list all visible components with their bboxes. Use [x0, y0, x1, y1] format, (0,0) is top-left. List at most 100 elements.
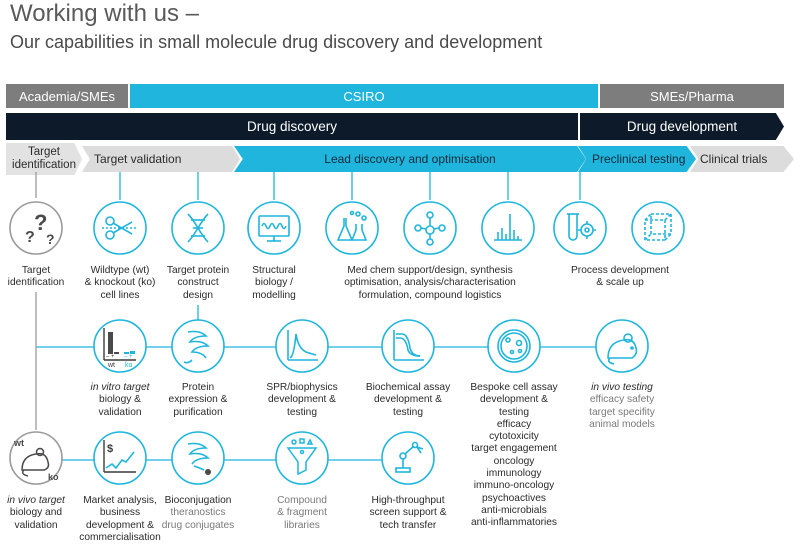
stage-preclinical: Preclinical testing: [578, 146, 696, 172]
band-academia: Academia/SMEs: [6, 84, 128, 108]
label-structural-line-3: modelling: [252, 289, 296, 301]
label-invivo-bio-line-2: biology and: [9, 507, 63, 519]
label-biochem-line-3: testing: [392, 406, 423, 418]
label-invivo-testing-title: in vivo testing: [591, 382, 653, 393]
label-process-development: Process development & scale up: [571, 265, 669, 290]
band-csiro: CSIRO: [130, 84, 598, 108]
label-biochem-line-2: development &: [374, 394, 442, 406]
label-bespoke-line-5: cytotoxicity: [489, 431, 539, 443]
label-bespoke-cell-assay: Bespoke cell assay development & testing…: [470, 382, 557, 530]
stage-target-line-1: Target: [28, 146, 60, 158]
label-bioconj-title: Bioconjugation: [164, 495, 232, 506]
icon-text-wt: wt: [107, 362, 115, 369]
label-medchem-line-3: formulation, compound logistics: [358, 289, 502, 301]
label-bespoke-line-9: immuno-oncology: [473, 480, 555, 492]
petri-dish-icon: [486, 318, 542, 374]
stage-target-identification: Target identification: [6, 143, 82, 175]
label-market-line-1: Market analysis,: [83, 495, 157, 506]
label-bespoke-line-3: testing: [498, 406, 529, 418]
svg-text:?: ?: [34, 210, 47, 235]
label-compound-libraries: Compound & fragment libraries: [277, 495, 327, 532]
stage-target-validation: Target validation: [82, 146, 240, 172]
monitor-wave-icon: [246, 200, 302, 256]
spectrum-chart-icon: [480, 200, 536, 256]
label-protein-construct: Target protein construct design: [167, 265, 229, 302]
icon-text-minus-plus-2: – +: [124, 354, 133, 360]
label-spr: SPR/biophysics development & testing: [266, 382, 337, 419]
label-bespoke-line-6: target engagement: [471, 443, 557, 455]
mouse-icon: [594, 318, 650, 374]
label-bespoke-line-11: anti-microbials: [481, 504, 547, 516]
lab-flasks-icon: [324, 200, 380, 256]
label-bioconjugation: Bioconjugation theranostics drug conjuga…: [162, 495, 235, 532]
band-drug-discovery: Drug discovery: [6, 113, 578, 140]
molecule-icon: [402, 200, 458, 256]
label-process-line-2: & scale up: [596, 277, 644, 289]
label-bespoke-line-7: oncology: [493, 455, 535, 467]
robot-arm-icon: [380, 430, 436, 486]
label-process-line-1: Process development: [571, 265, 669, 276]
label-medchem-line-2: optimisation, analysis/characterisation: [344, 277, 516, 289]
label-bespoke-line-8: immunology: [486, 468, 542, 480]
label-compound-line-2: & fragment: [277, 507, 327, 519]
label-structural-biology: Structural biology / modelling: [252, 265, 296, 302]
label-protein-expr-line-2: expression &: [168, 394, 228, 406]
icon-text-minus-plus-1: – +: [106, 354, 115, 360]
label-structural-line-1: Structural: [252, 265, 296, 276]
label-protein-expression: Protein expression & purification: [169, 382, 228, 419]
label-wildtype-line-3: cell lines: [100, 289, 140, 301]
label-invivo-bio-line-1: in vivo target: [7, 495, 65, 506]
label-invitro-line-1: in vitro target: [90, 382, 150, 393]
label-hts-line-2: screen support &: [369, 507, 447, 519]
label-hts-line-1: High-throughput: [371, 495, 445, 506]
page-title: Working with us –: [10, 0, 199, 27]
label-protein-construct-line-1: Target protein: [166, 265, 230, 276]
label-protein-construct-line-3: design: [182, 289, 214, 301]
label-invivo-sub-3: animal models: [589, 418, 655, 430]
market-chart-icon: $: [92, 430, 148, 486]
label-target-identification: Target identification: [8, 265, 65, 290]
label-bespoke-line-4: efficacy: [496, 418, 532, 430]
icon-text-dollar: $: [107, 443, 113, 455]
stage-target-line-2: identification: [12, 159, 76, 171]
label-medchem-line-1: Med chem support/design, synthesis: [347, 265, 513, 276]
label-wildtype-line-2: & knockout (ko): [84, 277, 156, 289]
mouse-wt-ko-icon: wt ko: [8, 430, 64, 486]
label-bespoke-line-1: Bespoke cell assay: [470, 382, 558, 393]
label-market-line-2: business: [99, 507, 141, 519]
bar-chart-wt-ko-icon: – + – + wt ko: [92, 318, 148, 374]
label-bespoke-line-10: psychoactives: [482, 492, 546, 504]
scissors-icon: [92, 200, 148, 256]
label-hts: High-throughput screen support & tech tr…: [369, 495, 446, 532]
label-compound-line-1: Compound: [277, 495, 327, 506]
spr-curve-icon: [274, 318, 330, 374]
label-hts-line-3: tech transfer: [379, 519, 437, 531]
stage-clinical-trials: Clinical trials: [690, 146, 794, 172]
label-market-line-3: development &: [86, 519, 154, 531]
label-invitro-line-2: biology &: [99, 394, 141, 406]
svg-text:?: ?: [25, 229, 35, 246]
cube-icon: [630, 200, 686, 256]
dna-helix-icon: [170, 200, 226, 256]
label-invivo-bio-line-3: validation: [14, 519, 58, 531]
label-invivo-testing: in vivo testing efficacy safety target s…: [589, 382, 655, 431]
dose-response-icon: [380, 318, 436, 374]
label-invitro-line-3: validation: [98, 406, 142, 418]
label-invivo-target: in vivo target biology and validation: [7, 495, 65, 532]
label-spr-line-1: SPR/biophysics: [266, 382, 338, 393]
label-compound-line-3: libraries: [284, 519, 320, 531]
svg-text:?: ?: [46, 231, 55, 247]
label-wildtype-line-1: Wildtype (wt): [90, 265, 150, 276]
band-drug-development: Drug development: [580, 113, 784, 140]
icon-text-mouse-wt: wt: [13, 438, 24, 448]
label-market-analysis: Market analysis, business development & …: [79, 495, 161, 544]
label-structural-line-2: biology /: [255, 277, 293, 289]
label-protein-expr-line-3: purification: [173, 406, 223, 418]
band-pharma: SMEs/Pharma: [600, 84, 784, 108]
label-bespoke-line-2: development &: [480, 394, 548, 406]
label-medchem: Med chem support/design, synthesis optim…: [344, 265, 516, 302]
icon-text-mouse-ko: ko: [48, 472, 59, 482]
label-bioconj-sub-2: drug conjugates: [161, 519, 235, 531]
stage-lead-discovery: Lead discovery and optimisation: [234, 146, 586, 172]
label-protein-construct-line-2: construct: [177, 277, 219, 289]
